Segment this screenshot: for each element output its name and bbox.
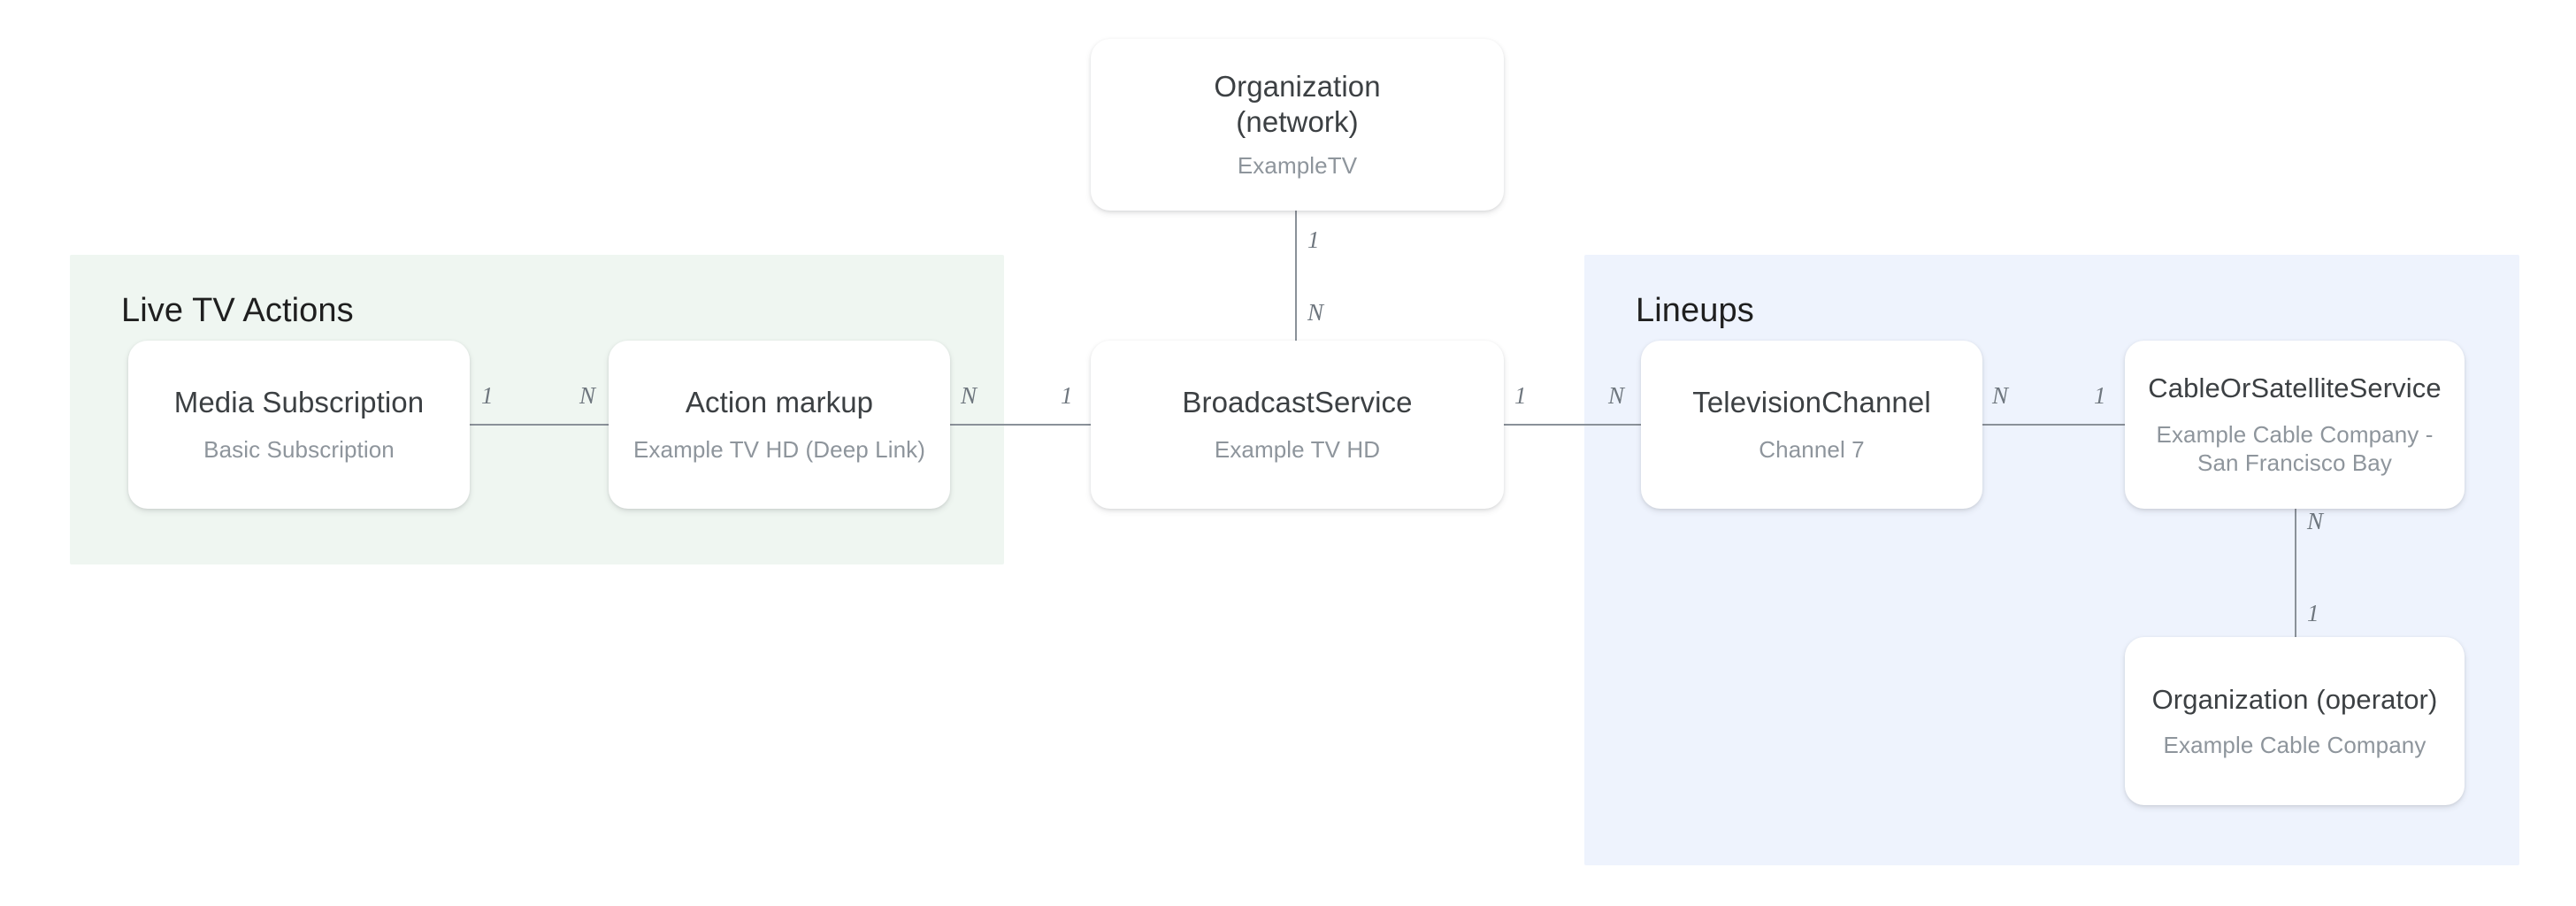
edge-broadcast-service-television-channel (1504, 424, 1642, 426)
node-organization-operator[interactable]: Organization (operator) Example Cable Co… (2125, 637, 2465, 805)
node-subtitle-television-channel: Channel 7 (1759, 436, 1865, 464)
edge-label-television-channel-in: N (1608, 382, 1625, 409)
edge-television-channel-cable-or-satellite (1982, 424, 2126, 426)
edge-label-organization-network-out: 1 (1307, 226, 1320, 253)
node-title-cable-or-satellite-service: CableOrSatelliteService (2148, 372, 2442, 404)
node-title-media-subscription: Media Subscription (173, 386, 425, 419)
edge-label-television-channel-out: N (1992, 382, 2009, 409)
node-subtitle-organization-operator: Example Cable Company (2163, 731, 2426, 758)
node-title-action-markup: Action markup (685, 386, 874, 419)
edge-action-markup-broadcast-service (950, 424, 1092, 426)
node-subtitle-broadcast-service: Example TV HD (1214, 436, 1381, 464)
node-action-markup[interactable]: Action markup Example TV HD (Deep Link) (609, 341, 950, 509)
node-subtitle-cable-or-satellite-service: Example Cable Company - San Francisco Ba… (2156, 420, 2434, 477)
edge-label-action-markup-out: N (961, 382, 978, 409)
group-title-lineups: Lineups (1636, 292, 1754, 329)
group-title-live-tv-actions: Live TV Actions (121, 292, 354, 329)
node-broadcast-service[interactable]: BroadcastService Example TV HD (1091, 341, 1504, 509)
edge-label-media-subscription-out: 1 (481, 382, 494, 409)
edge-organization-network-broadcast-service (1295, 211, 1297, 342)
node-title-television-channel: TelevisionChannel (1692, 386, 1931, 419)
edge-label-broadcast-service-out: 1 (1514, 382, 1527, 409)
edge-media-subscription-action-markup (470, 424, 610, 426)
node-television-channel[interactable]: TelevisionChannel Channel 7 (1641, 341, 1982, 509)
node-subtitle-media-subscription: Basic Subscription (203, 436, 395, 464)
edge-label-cable-or-satellite-in: 1 (2094, 382, 2106, 409)
node-cable-or-satellite-service[interactable]: CableOrSatelliteService Example Cable Co… (2125, 341, 2465, 509)
edge-label-broadcast-service-in-left: 1 (1061, 382, 1073, 409)
edge-label-action-markup-in: N (579, 382, 596, 409)
node-title-broadcast-service: BroadcastService (1182, 386, 1413, 419)
node-organization-network[interactable]: Organization (network) ExampleTV (1091, 39, 1504, 211)
edge-label-organization-operator-in: 1 (2307, 600, 2319, 626)
edge-label-cable-or-satellite-out: N (2307, 508, 2324, 534)
edge-cable-or-satellite-organization-operator (2295, 509, 2296, 638)
node-subtitle-organization-network: ExampleTV (1237, 152, 1358, 180)
node-subtitle-action-markup: Example TV HD (Deep Link) (632, 436, 926, 464)
node-title-organization-operator: Organization (operator) (2151, 683, 2438, 715)
edge-label-broadcast-service-in-top: N (1307, 299, 1324, 326)
node-title-organization-network: Organization (network) (1214, 70, 1381, 138)
node-media-subscription[interactable]: Media Subscription Basic Subscription (128, 341, 470, 509)
